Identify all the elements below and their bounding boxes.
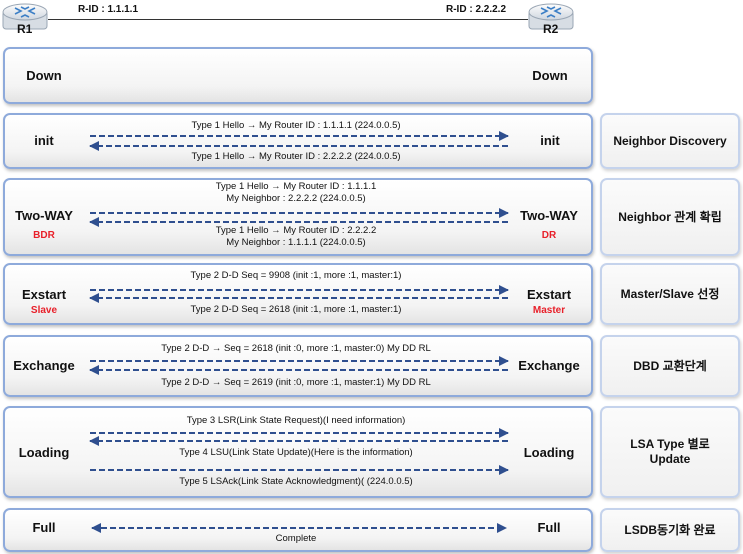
message-label: Type 5 LSAck(Link State Acknowledgment)(…	[179, 476, 413, 487]
state-row-loading	[3, 406, 593, 498]
role-badge-left: Slave	[30, 305, 58, 316]
state-row-full	[3, 508, 593, 552]
message-label: Type 2 D-D → Seq = 2619 (init :0, more :…	[161, 377, 431, 388]
state-left: Exstart	[21, 287, 67, 302]
message-label: Type 1 Hello → My Router ID : 2.2.2.2	[215, 225, 377, 236]
router-id-r1: R-ID : 1.1.1.1	[78, 4, 139, 15]
state-left: Full	[32, 520, 56, 535]
side-label-master-slave: Master/Slave 선정	[600, 263, 740, 325]
router-icon	[528, 3, 574, 30]
state-left: Two-WAY	[15, 208, 73, 223]
router-label-r2: R2	[543, 22, 559, 36]
state-left: Exchange	[13, 358, 75, 373]
state-right: Down	[532, 68, 568, 83]
state-left: Down	[26, 68, 62, 83]
role-badge-left: BDR	[33, 230, 55, 241]
router-label-r1: R1	[17, 22, 33, 36]
message-label: Complete	[275, 533, 317, 544]
role-badge-right: Master	[532, 305, 566, 316]
message-label: Type 4 LSU(Link State Update)(Here is th…	[179, 447, 413, 458]
state-right: init	[540, 133, 560, 148]
state-row-init	[3, 113, 593, 169]
router-id-r2: R-ID : 2.2.2.2	[446, 4, 507, 15]
state-row-exchange	[3, 335, 593, 397]
state-right: Exchange	[518, 358, 580, 373]
state-right: Loading	[523, 445, 575, 460]
side-label-neighbor-discovery: Neighbor Discovery	[600, 113, 740, 169]
message-label: Type 3 LSR(Link State Request)(I need in…	[186, 415, 406, 426]
state-right: Full	[537, 520, 561, 535]
message-label: Type 2 D-D Seq = 2618 (init :1, more :1,…	[190, 304, 402, 315]
side-label-lsdb-sync: LSDB동기화 완료	[600, 508, 740, 552]
state-left: init	[34, 133, 54, 148]
message-label: Type 2 D-D Seq = 9908 (init :1, more :1,…	[190, 270, 402, 281]
message-label: Type 1 Hello → My Router ID : 1.1.1.1	[215, 181, 377, 192]
role-badge-right: DR	[541, 230, 557, 241]
state-right: Two-WAY	[520, 208, 578, 223]
state-row-exstart	[3, 263, 593, 325]
side-label-neighbor-relation: Neighbor 관계 확립	[600, 178, 740, 256]
message-label: Type 1 Hello → My Router ID : 1.1.1.1 (2…	[191, 120, 401, 131]
router-icon	[2, 3, 48, 30]
state-left: Loading	[18, 445, 70, 460]
state-row-down	[3, 47, 593, 104]
message-label: Type 2 D-D → Seq = 2618 (init :0, more :…	[161, 343, 431, 354]
message-label: My Neighbor : 1.1.1.1 (224.0.0.5)	[226, 237, 366, 248]
state-row-two-way	[3, 178, 593, 256]
side-label-dbd-exchange: DBD 교환단계	[600, 335, 740, 397]
message-label: Type 1 Hello → My Router ID : 2.2.2.2 (2…	[191, 151, 401, 162]
link-line	[48, 19, 528, 20]
state-right: Exstart	[526, 287, 572, 302]
message-label: My Neighbor : 2.2.2.2 (224.0.0.5)	[226, 193, 366, 204]
